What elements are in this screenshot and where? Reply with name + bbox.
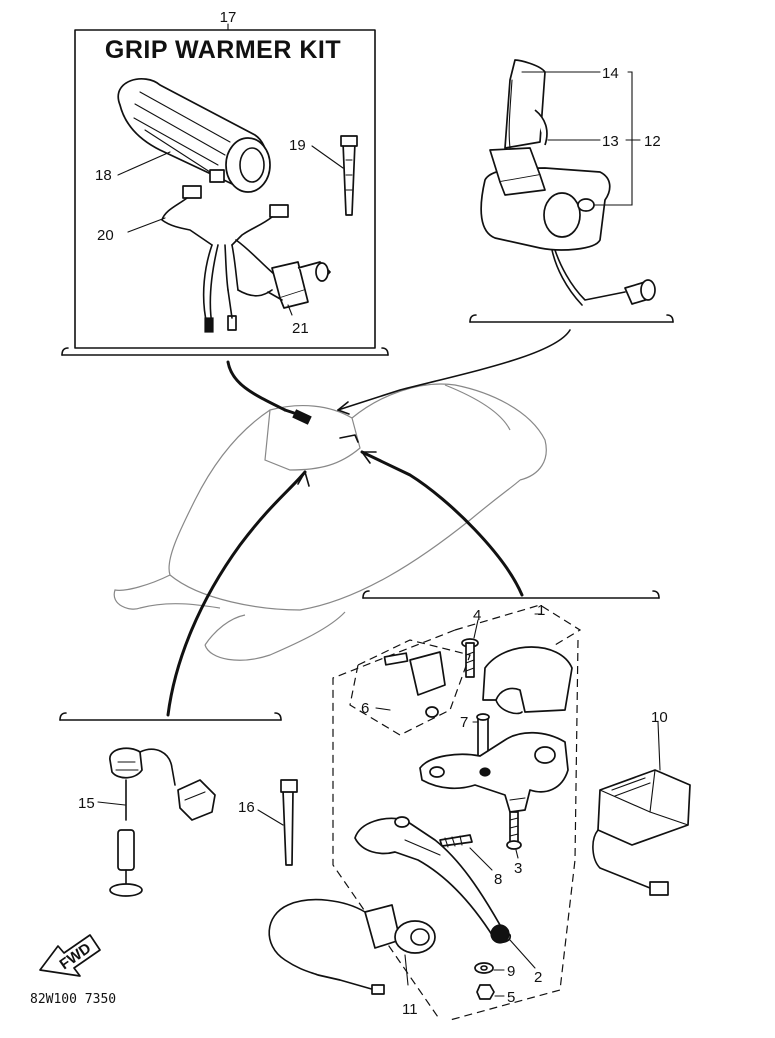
brake-assembly-box [332, 590, 660, 1021]
callout-13: 13 [602, 133, 619, 150]
callout-12: 12 [644, 133, 661, 150]
kit-title: GRIP WARMER KIT [105, 36, 341, 64]
callout-7: 7 [460, 714, 468, 731]
callout-8: 8 [494, 871, 502, 888]
nut-5 [476, 984, 495, 1000]
callout-14: 14 [602, 65, 619, 82]
callout-11: 11 [402, 1001, 418, 1018]
callout-16: 16 [238, 799, 255, 816]
callout-6: 6 [361, 700, 369, 717]
brake-lever-2 [354, 816, 511, 944]
leader-curves [166, 329, 571, 717]
callout-10: 10 [651, 709, 668, 726]
tie-strap-19 [340, 135, 358, 216]
snowmobile-outline [113, 383, 547, 661]
relay-10 [592, 769, 691, 896]
callout-2: 2 [534, 969, 542, 986]
screw-3 [506, 811, 522, 850]
callout-21: 21 [292, 320, 309, 337]
callout-20: 20 [97, 227, 114, 244]
kit-number-label: 17 [220, 9, 237, 26]
callout-1: 1 [537, 602, 545, 619]
footer-code: 82W100 7350 [30, 992, 116, 1007]
bolt-4 [461, 638, 479, 678]
tie-strap-16 [280, 779, 298, 866]
brake-switch-11 [268, 898, 436, 995]
clamp-cap [482, 646, 573, 715]
washer-9 [474, 962, 494, 974]
handlebar-switch-part [480, 59, 656, 306]
callout-19: 19 [289, 137, 306, 154]
handlebar-switch-box [469, 314, 674, 323]
brake-bracket [419, 731, 569, 813]
lower-left-box [59, 712, 282, 721]
fwd-arrow [39, 934, 101, 977]
callout-4: 4 [473, 607, 481, 624]
callout-9: 9 [507, 963, 515, 980]
grip-warmer-kit-box [61, 29, 389, 356]
callout-18: 18 [95, 167, 112, 184]
callout-3: 3 [514, 860, 522, 877]
screw-8 [439, 834, 473, 848]
callout-5: 5 [507, 989, 515, 1006]
grip-heater-part [117, 78, 271, 193]
wire-harness-20 [161, 185, 289, 333]
small-parts-6 [349, 639, 471, 736]
toggle-switch-21 [267, 261, 331, 309]
callout-15: 15 [78, 795, 95, 812]
heater-element-15 [109, 747, 216, 897]
